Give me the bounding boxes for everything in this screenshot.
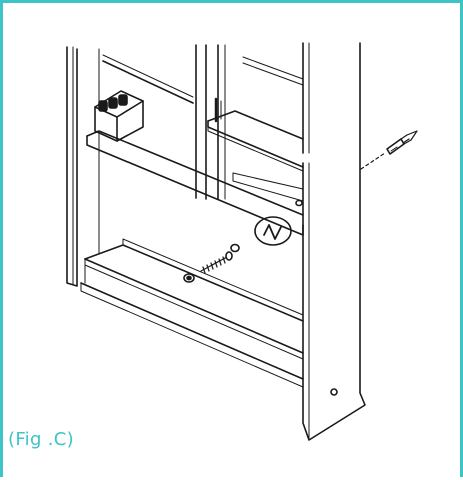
screw-icon xyxy=(200,251,233,274)
mounting-hole-side xyxy=(330,388,338,396)
figure-caption: (Fig .C) xyxy=(8,429,74,450)
right-upper-shelf xyxy=(207,97,304,172)
middle-shelf xyxy=(86,130,304,236)
wall-anchor-icon xyxy=(360,130,418,170)
screw-holes xyxy=(183,199,303,283)
lower-rail xyxy=(80,282,304,388)
cabinet-left-side xyxy=(66,46,100,287)
cabinet-installation-drawing xyxy=(66,42,418,441)
cabinet-right-side xyxy=(302,42,366,441)
back-panel xyxy=(232,172,304,202)
bottom-shelf xyxy=(80,238,304,380)
cabinet-center-divider xyxy=(195,44,226,200)
upper-left-shelf xyxy=(102,54,304,104)
electrical-box-icon xyxy=(94,90,144,142)
hazard-symbol-icon xyxy=(254,216,292,246)
